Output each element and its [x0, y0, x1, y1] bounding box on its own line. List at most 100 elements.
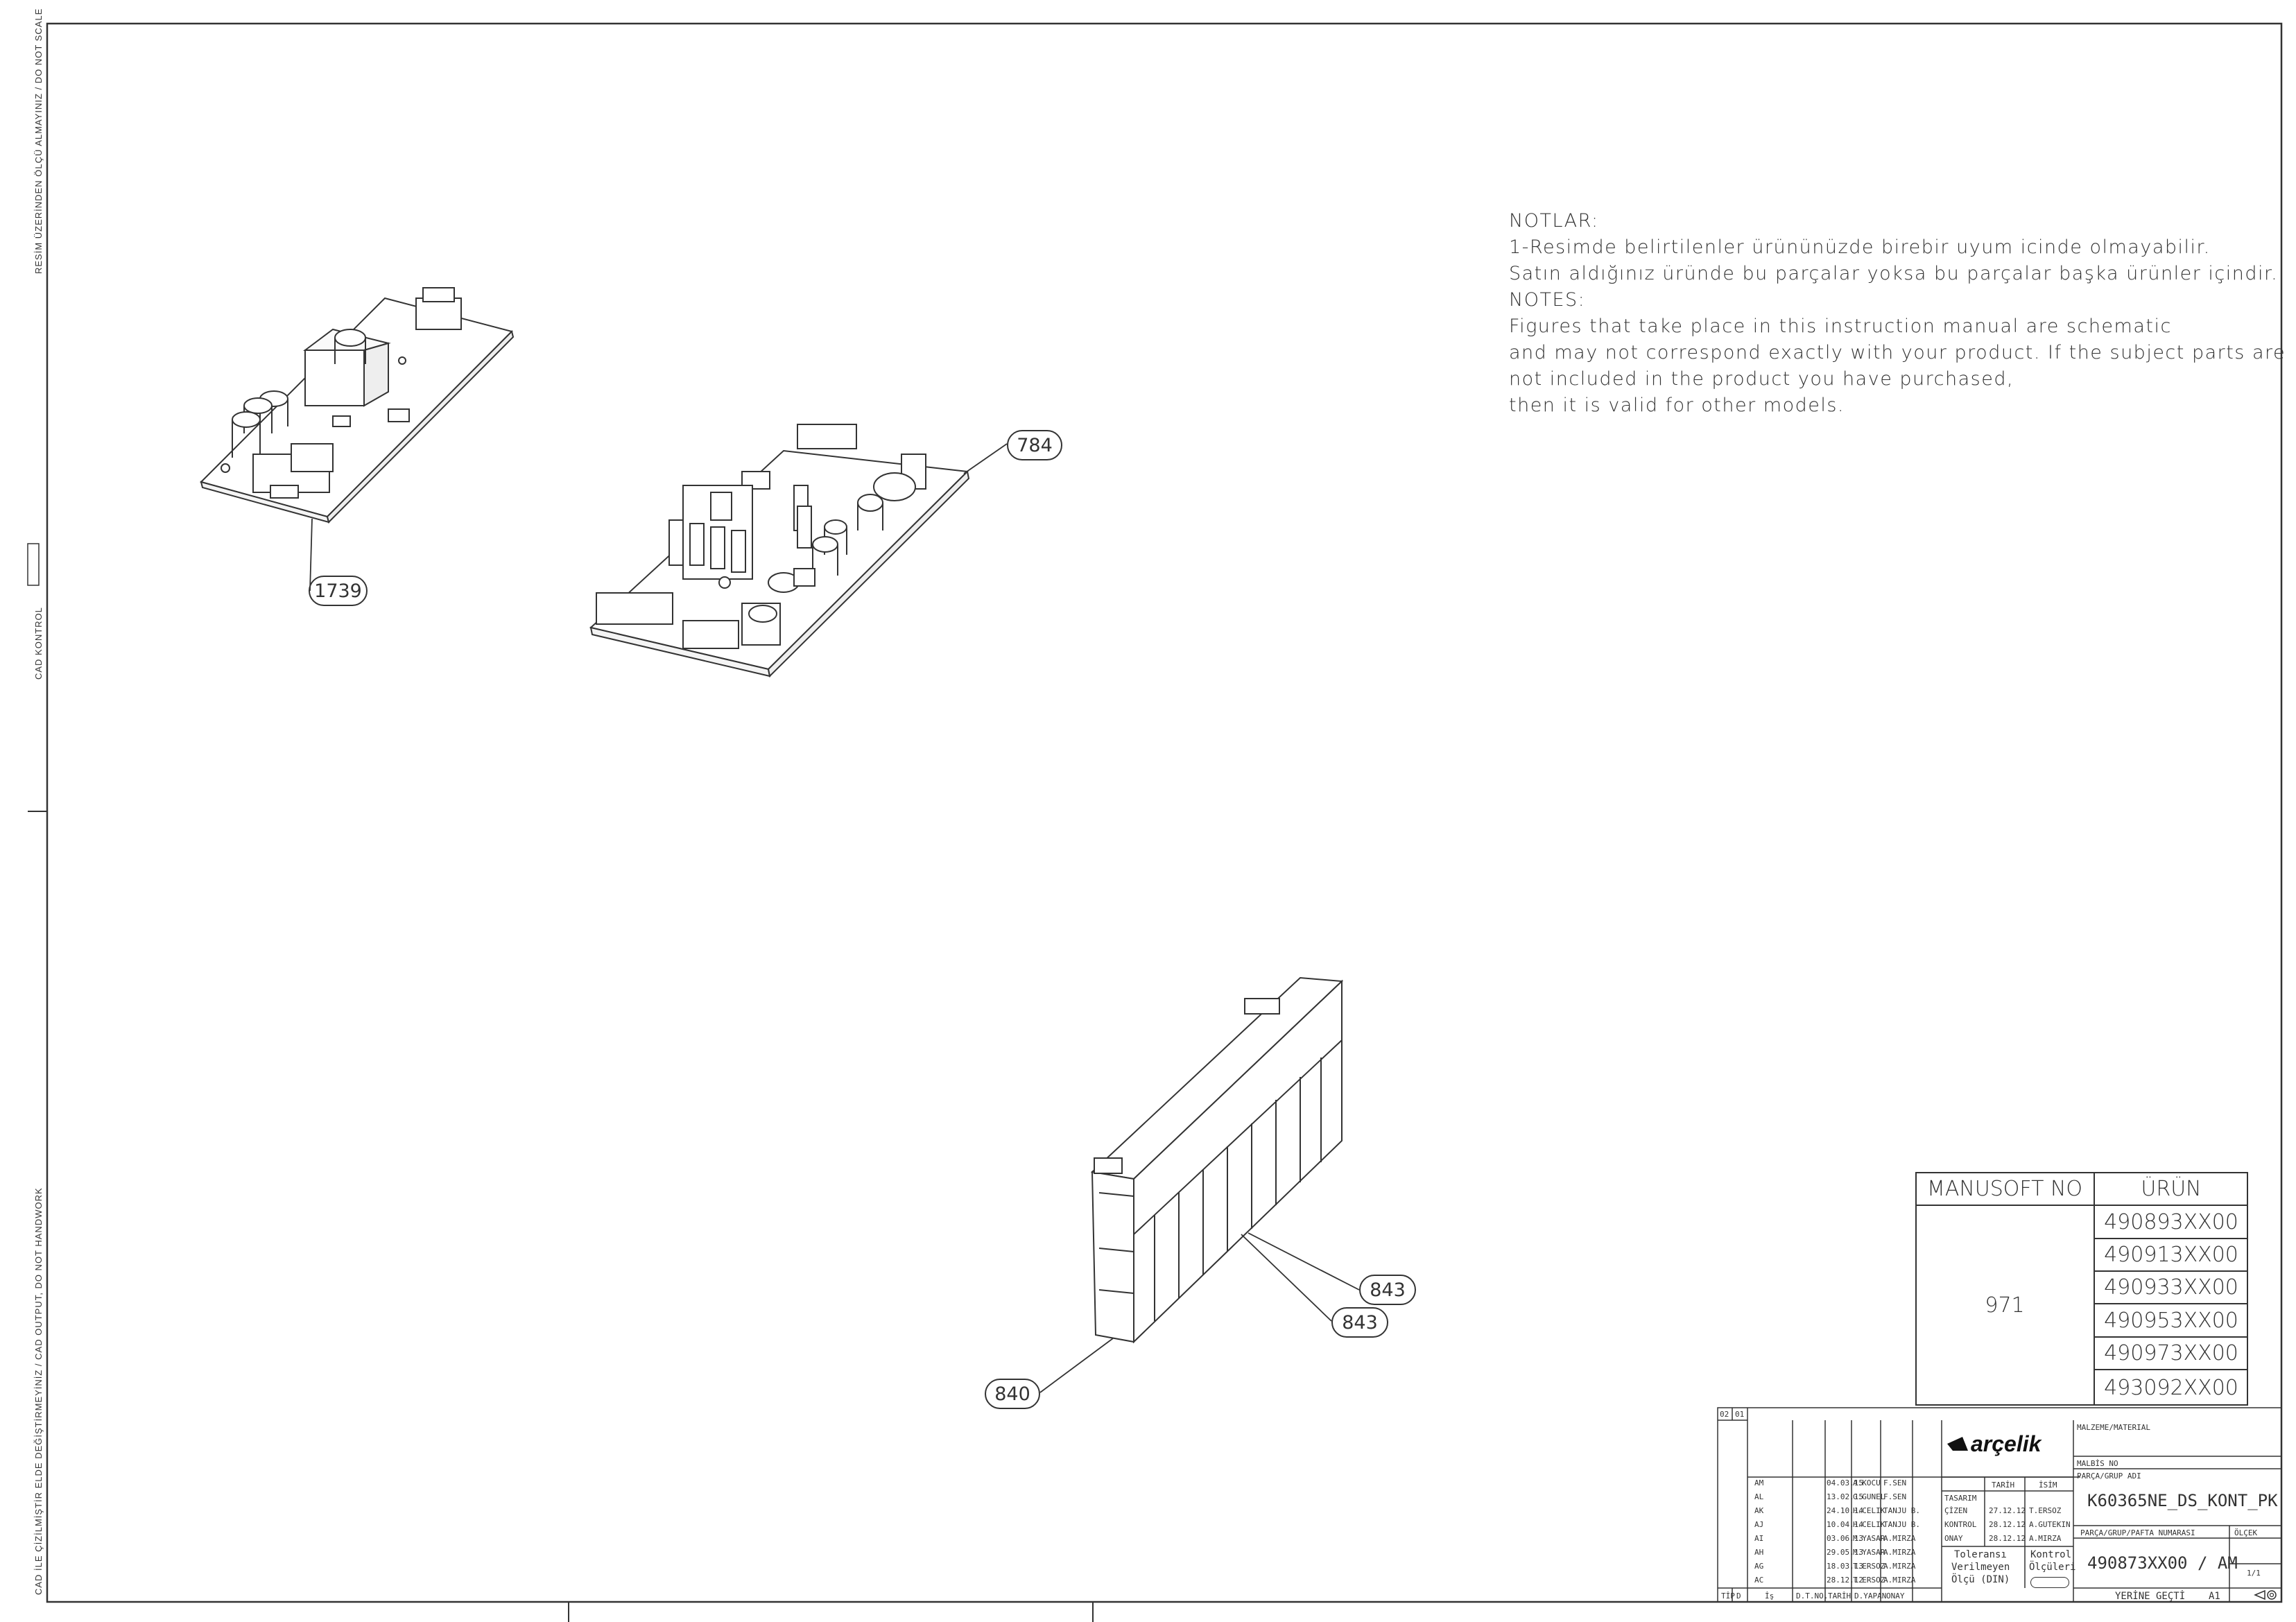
side-label-do-not-scale: RESİM ÜZERİNDEN ÖLÇÜ ALMAYINIZ / DO NOT … — [33, 8, 44, 274]
rev-code: AH — [1754, 1548, 1764, 1557]
rev-by: T.ERSOZ — [1853, 1576, 1885, 1585]
tb-material-label: MALZEME/MATERIAL — [2077, 1423, 2150, 1432]
rev-ok: A.MIRZA — [1883, 1548, 1916, 1557]
rev-ok: A.MIRZA — [1883, 1576, 1916, 1585]
tb-corner-01: 01 — [1735, 1410, 1745, 1419]
rev-date: 29.05.13 — [1827, 1548, 1863, 1557]
balloon-1739: 1739 — [309, 576, 368, 606]
rev-code: AG — [1754, 1562, 1764, 1571]
rev-code: AI — [1754, 1534, 1764, 1543]
notes-line: not included in the product you have pur… — [1509, 368, 2014, 390]
tb-replaces: YERİNE GEÇTİ — [2115, 1591, 2186, 1602]
tolerance-line: Ölçü (DIN) — [1951, 1574, 2010, 1585]
rev-date: 04.03.15 — [1827, 1478, 1863, 1487]
tb-scale-label: ÖLÇEK — [2234, 1528, 2258, 1537]
rev-ok: TANJU B. — [1883, 1506, 1920, 1515]
control-line: Kontrol — [2030, 1549, 2072, 1560]
side-label-cad-output: CAD İLE ÇİZİLMİŞTİR ELDE DEĞİŞTİRMEYİNİZ… — [33, 1187, 44, 1595]
rev-by: H.CELIK — [1853, 1520, 1885, 1529]
approval-role: KONTROL — [1944, 1520, 1977, 1529]
rev-by: G.GUNEL — [1853, 1492, 1885, 1501]
tb-sheet: 1/1 — [2247, 1569, 2261, 1578]
rev-date: 28.12.12 — [1827, 1576, 1863, 1585]
tb-corner-02: 02 — [1720, 1410, 1729, 1419]
notes-line: 1-Resimde belirtilenler ürününüzde bireb… — [1509, 236, 2211, 258]
product-table: MANUSOFT NO ÜRÜN 971 490893XX00 490913XX… — [1915, 1172, 2248, 1406]
rev-code: AL — [1754, 1492, 1764, 1501]
logo-mark-icon — [1947, 1437, 1968, 1451]
rev-date: 24.10.14 — [1827, 1506, 1863, 1515]
footer-cell: D.T.NO. — [1796, 1591, 1829, 1601]
approval-date: 28.12.12 — [1989, 1520, 2026, 1529]
rev-ok: A.MIRZA — [1883, 1562, 1916, 1571]
balloon-840: 840 — [985, 1379, 1040, 1409]
rev-code: AM — [1754, 1478, 1764, 1487]
approval-role: ÇİZEN — [1944, 1506, 1968, 1515]
tb-part-number-label: PARÇA/GRUP/PAFTA NUMARASI — [2080, 1528, 2195, 1537]
rev-date: 10.04.14 — [1827, 1520, 1863, 1529]
rev-ok: TANJU B. — [1883, 1520, 1920, 1529]
approval-date-header: TARİH — [1992, 1481, 2015, 1490]
balloon-843-upper: 843 — [1359, 1275, 1416, 1305]
approval-date: 27.12.12 — [1989, 1506, 2026, 1515]
pcb-784-drawing — [589, 424, 970, 678]
product-code: 490953XX00 — [2104, 1308, 2238, 1333]
title-block-grid — [1717, 1407, 2282, 1603]
notes-block: NOTLAR: 1-Resimde belirtilenler ürününüz… — [1509, 208, 2285, 419]
tolerance-line: Verilmeyen — [1951, 1562, 2010, 1573]
balloon-784: 784 — [1007, 430, 1062, 460]
rev-ok: F.SEN — [1883, 1492, 1907, 1501]
rev-code: AJ — [1754, 1520, 1764, 1529]
tolerance-line: Toleransı — [1954, 1549, 2007, 1560]
approval-date: 28.12.12 — [1989, 1534, 2026, 1543]
rev-code: AC — [1754, 1576, 1764, 1585]
rev-by: M.YASAR — [1853, 1548, 1885, 1557]
rev-code: AK — [1754, 1506, 1764, 1515]
approval-name-header: İSİM — [2039, 1481, 2057, 1490]
footer-cell: ONAY — [1886, 1591, 1905, 1601]
tb-part-group-label: PARÇA/GRUP ADI — [2077, 1472, 2141, 1481]
footer-cell: TİP — [1721, 1591, 1735, 1601]
notes-line: Satın aldığınız üründe bu parçalar yoksa… — [1509, 263, 2279, 284]
approval-role: TASARIM — [1944, 1494, 1977, 1503]
cad-control-box — [27, 543, 40, 586]
control-line: Ölçüleri — [2029, 1562, 2076, 1573]
control-panel-drawing — [1090, 976, 1344, 1344]
footer-cell: İş — [1765, 1591, 1775, 1601]
product-code: 490913XX00 — [2104, 1243, 2238, 1267]
approval-role: ONAY — [1944, 1534, 1963, 1543]
approval-name: A.GUTEKIN — [2029, 1520, 2071, 1529]
rev-by: A.KOCU — [1853, 1478, 1881, 1487]
brand-name: arçelik — [1971, 1431, 2042, 1456]
rev-date: 18.03.13 — [1827, 1562, 1863, 1571]
product-header: ÜRÜN — [2141, 1176, 2202, 1201]
product-code: 490893XX00 — [2104, 1209, 2238, 1234]
approval-name: T.ERSOZ — [2029, 1506, 2062, 1515]
tb-part-name: K60365NE_DS_KONT_PK — [2087, 1491, 2278, 1510]
projection-symbol-icon — [2254, 1589, 2277, 1601]
product-code: 490973XX00 — [2104, 1341, 2238, 1365]
footer-cell: TARİH — [1828, 1591, 1852, 1601]
notes-line: NOTES: — [1509, 289, 1586, 311]
product-code: 493092XX00 — [2104, 1375, 2238, 1400]
rev-date: 03.06.13 — [1827, 1534, 1863, 1543]
drawing-frame — [46, 22, 2283, 1603]
notes-line: then it is valid for other models. — [1509, 395, 1845, 416]
rev-date: 13.02.15 — [1827, 1492, 1863, 1501]
tb-malbis-label: MALBİS NO — [2077, 1459, 2118, 1468]
balloon-843-lower: 843 — [1331, 1307, 1388, 1338]
arcelik-logo: arçelik — [1947, 1430, 2069, 1458]
rev-by: H.CELIK — [1853, 1506, 1885, 1515]
manusoft-header: MANUSOFT NO — [1926, 1176, 2083, 1201]
footer-cell: D — [1736, 1591, 1741, 1601]
notes-line: Figures that take place in this instruct… — [1509, 316, 2172, 337]
product-code: 490933XX00 — [2104, 1275, 2238, 1300]
rev-by: M.YASAR — [1853, 1534, 1885, 1543]
tb-part-number: 490873XX00 / AM — [2087, 1553, 2238, 1573]
notes-line: NOTLAR: — [1509, 210, 1599, 232]
approval-name: A.MIRZA — [2029, 1534, 2062, 1543]
pcb-1739-drawing — [200, 287, 515, 524]
rev-ok: A.MIRZA — [1883, 1534, 1916, 1543]
tb-size: A1 — [2209, 1591, 2220, 1602]
